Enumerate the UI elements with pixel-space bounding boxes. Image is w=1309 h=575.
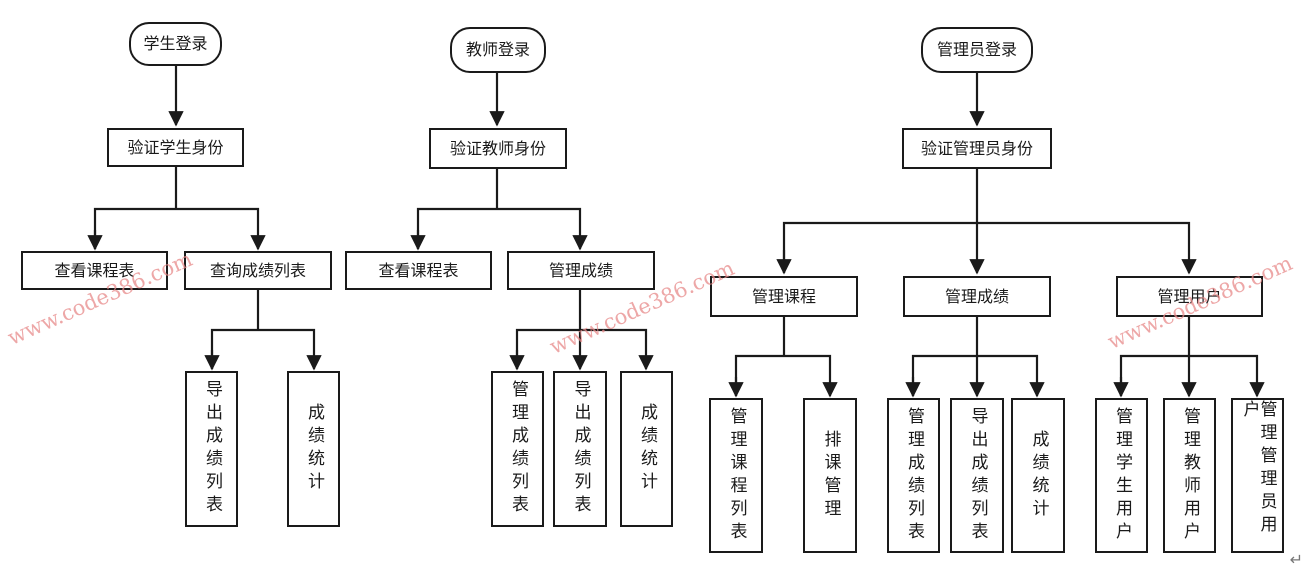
node-teacher-manage-grade-list[interactable]: 管理成绩列表: [491, 371, 544, 527]
edge-teacher-grades-split: [515, 290, 646, 369]
node-admin-manage-teachers[interactable]: 管理教师用户: [1163, 398, 1216, 553]
edge-student-split: [93, 167, 258, 249]
edge-admin-users-split: [1119, 317, 1257, 396]
edge-teacher-split: [416, 169, 580, 249]
node-admin-login[interactable]: 管理员登录: [921, 27, 1033, 73]
node-student-login[interactable]: 学生登录: [129, 22, 222, 66]
node-admin-schedule-mgmt[interactable]: 排课管理: [803, 398, 857, 553]
node-admin-manage-users[interactable]: 管理用户: [1116, 276, 1263, 317]
node-teacher-export-grades[interactable]: 导出成绩列表: [553, 371, 607, 527]
node-teacher-view-schedule[interactable]: 查看课程表: [345, 251, 492, 290]
node-student-view-schedule[interactable]: 查看课程表: [21, 251, 168, 290]
node-admin-manage-grades[interactable]: 管理成绩: [903, 276, 1051, 317]
node-admin-manage-course-list[interactable]: 管理课程列表: [709, 398, 763, 553]
node-teacher-grade-stats[interactable]: 成绩统计: [620, 371, 673, 527]
node-teacher-manage-grades[interactable]: 管理成绩: [507, 251, 655, 290]
node-student-export-grades[interactable]: 导出成绩列表: [185, 371, 238, 527]
node-verify-admin[interactable]: 验证管理员身份: [902, 128, 1052, 169]
node-student-query-grades[interactable]: 查询成绩列表: [184, 251, 332, 290]
node-admin-manage-admins[interactable]: 管理管理员用户: [1231, 398, 1284, 553]
edge-admin-grades-split: [911, 317, 1037, 396]
node-admin-manage-students[interactable]: 管理学生用户: [1095, 398, 1148, 553]
node-admin-manage-grade-list[interactable]: 管理成绩列表: [887, 398, 940, 553]
edge-admin-courses-split: [734, 317, 830, 396]
node-verify-teacher[interactable]: 验证教师身份: [429, 128, 567, 169]
node-admin-export-grades[interactable]: 导出成绩列表: [950, 398, 1004, 553]
return-mark-icon: ↵: [1289, 550, 1303, 569]
node-student-grade-stats[interactable]: 成绩统计: [287, 371, 340, 527]
edge-student-query-split: [210, 290, 314, 369]
edge-admin-split: [782, 169, 1189, 273]
node-admin-manage-courses[interactable]: 管理课程: [710, 276, 858, 317]
node-verify-student[interactable]: 验证学生身份: [107, 128, 244, 167]
node-teacher-login[interactable]: 教师登录: [450, 27, 546, 73]
node-admin-grade-stats[interactable]: 成绩统计: [1011, 398, 1065, 553]
